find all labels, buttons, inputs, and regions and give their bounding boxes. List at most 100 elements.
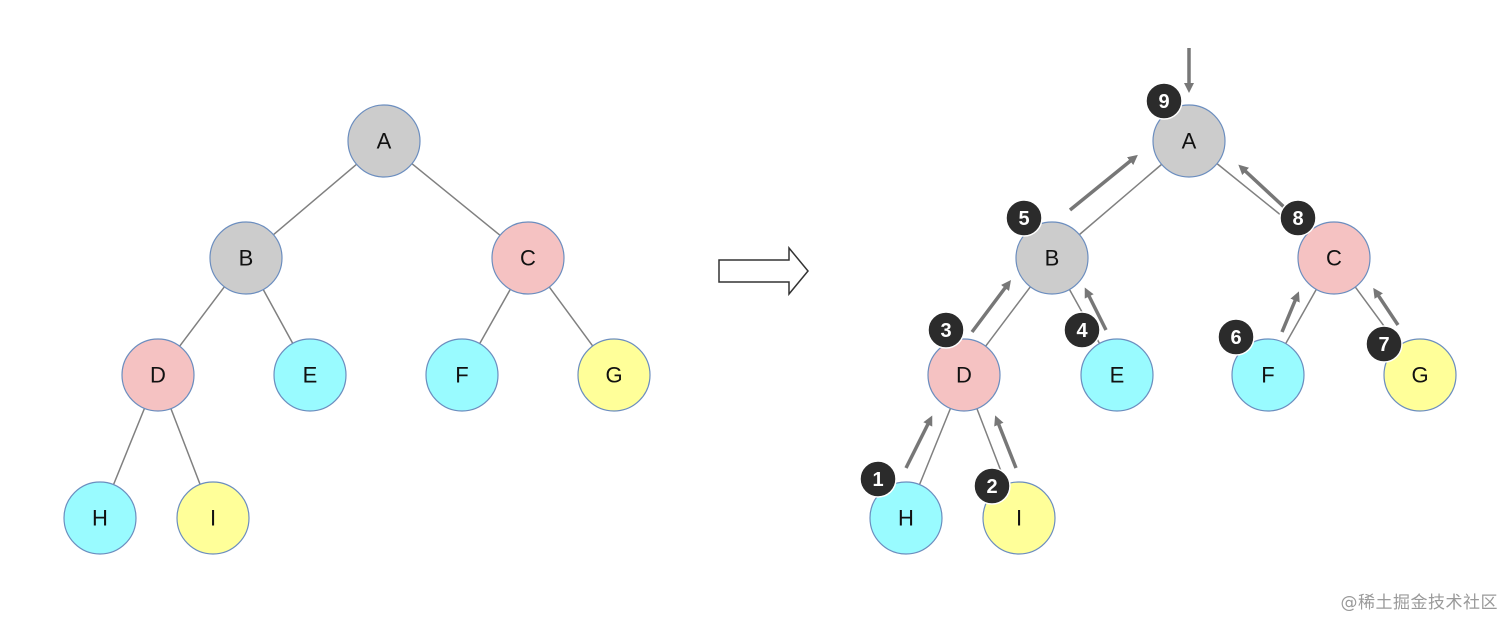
order-badge-6: 6 <box>1217 318 1255 356</box>
traversal-arrow <box>994 415 1018 469</box>
badge-circle <box>1279 199 1317 237</box>
node-b: B <box>1015 221 1089 295</box>
badge-circle <box>1217 318 1255 356</box>
edge-b-d <box>985 286 1031 347</box>
node-circle <box>1297 221 1371 295</box>
edge-d-h <box>112 408 146 485</box>
node-g: G <box>1383 338 1457 412</box>
node-circle <box>63 481 137 555</box>
node-label: G <box>605 363 622 388</box>
node-h: H <box>63 481 137 555</box>
node-label: B <box>1045 246 1060 271</box>
edge-b-d <box>179 286 225 347</box>
node-circle <box>1015 221 1089 295</box>
node-i: I <box>176 481 250 555</box>
node-circle <box>347 104 421 178</box>
node-label: A <box>377 129 392 154</box>
node-circle <box>491 221 565 295</box>
traversal-arrow <box>1068 154 1138 212</box>
node-d: D <box>121 338 195 412</box>
node-label: E <box>303 363 318 388</box>
node-d: D <box>927 338 1001 412</box>
traversal-arrow <box>904 415 933 469</box>
order-badge-8: 8 <box>1279 199 1317 237</box>
badge-label: 2 <box>986 476 997 498</box>
edge-c-g <box>548 286 594 347</box>
traversal-arrow <box>1238 164 1286 209</box>
badge-label: 3 <box>940 320 951 342</box>
badges-layer: 1 2 3 4 5 6 7 8 9 <box>859 82 1403 505</box>
node-circle <box>273 338 347 412</box>
edge-a-c <box>411 163 501 236</box>
badge-circle <box>1365 325 1403 363</box>
node-e: E <box>1080 338 1154 412</box>
node-label: H <box>92 506 108 531</box>
edge-c-f <box>1285 288 1317 345</box>
node-c: C <box>1297 221 1371 295</box>
badge-circle <box>1145 82 1183 120</box>
node-circle <box>577 338 651 412</box>
order-badge-9: 9 <box>1145 82 1183 120</box>
node-label: F <box>455 363 468 388</box>
traversal-arrow <box>970 280 1011 334</box>
edge-b-e <box>262 289 294 344</box>
badge-label: 5 <box>1018 208 1029 230</box>
node-label: A <box>1182 129 1197 154</box>
node-a: A <box>1152 104 1226 178</box>
node-circle <box>1152 104 1226 178</box>
badge-label: 8 <box>1292 208 1303 230</box>
right-arrow-icon <box>718 245 809 297</box>
edges-layer <box>112 163 1400 485</box>
node-c: C <box>491 221 565 295</box>
badge-circle <box>927 311 965 349</box>
order-badge-1: 1 <box>859 460 897 498</box>
order-badge-7: 7 <box>1365 325 1403 363</box>
node-circle <box>869 481 943 555</box>
node-circle <box>176 481 250 555</box>
badge-label: 7 <box>1378 334 1389 356</box>
badge-label: 6 <box>1230 327 1241 349</box>
node-f: F <box>1231 338 1305 412</box>
edge-a-b <box>272 163 358 236</box>
edge-c-f <box>479 288 511 345</box>
node-circle <box>425 338 499 412</box>
edge-d-i <box>170 408 201 485</box>
badge-label: 4 <box>1076 320 1088 342</box>
watermark: @稀土掘金技术社区 <box>1340 593 1498 613</box>
traversal-arrow <box>1280 291 1300 333</box>
traversal-arrow <box>1373 287 1400 326</box>
node-circle <box>1383 338 1457 412</box>
node-label: B <box>239 246 254 271</box>
node-circle <box>121 338 195 412</box>
node-g: G <box>577 338 651 412</box>
node-label: E <box>1110 363 1125 388</box>
node-label: I <box>210 506 216 531</box>
edge-d-h <box>918 408 952 485</box>
node-circle <box>927 338 1001 412</box>
badge-circle <box>859 460 897 498</box>
traversal-arrow <box>1084 287 1108 331</box>
node-e: E <box>273 338 347 412</box>
node-f: F <box>425 338 499 412</box>
node-b: B <box>209 221 283 295</box>
order-badge-2: 2 <box>973 467 1011 505</box>
node-label: G <box>1411 363 1428 388</box>
order-badge-5: 5 <box>1005 199 1043 237</box>
node-circle <box>209 221 283 295</box>
transform-arrow <box>718 245 809 297</box>
edge-a-b <box>1078 163 1163 236</box>
node-circle <box>1080 338 1154 412</box>
badge-circle <box>1063 311 1101 349</box>
order-badge-3: 3 <box>927 311 965 349</box>
node-label: H <box>898 506 914 531</box>
node-a: A <box>347 104 421 178</box>
node-label: D <box>956 363 972 388</box>
order-badge-4: 4 <box>1063 311 1101 349</box>
node-label: D <box>150 363 166 388</box>
traversal-arrows-layer <box>904 48 1400 469</box>
node-h: H <box>869 481 943 555</box>
node-label: F <box>1261 363 1274 388</box>
badge-label: 9 <box>1158 91 1169 113</box>
